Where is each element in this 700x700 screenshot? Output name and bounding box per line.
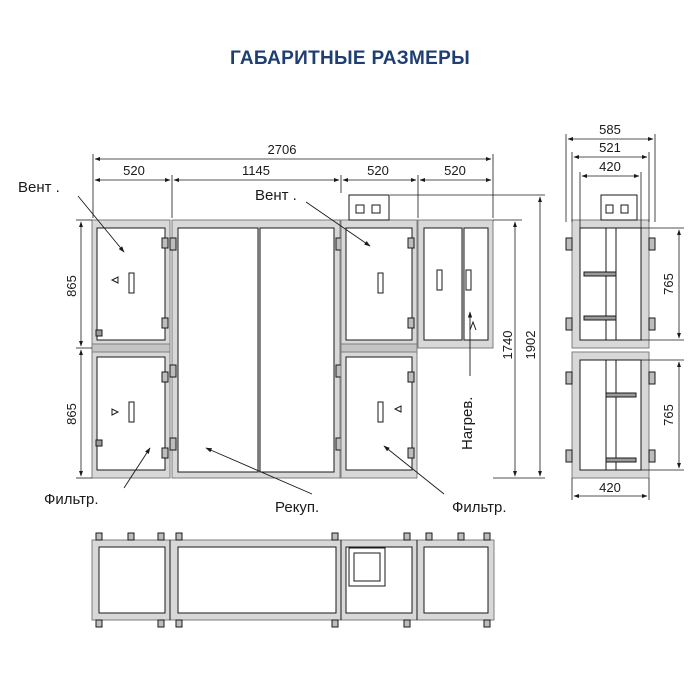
label-fan-left: Вент . — [18, 179, 60, 196]
label-recuperator: Рекуп. — [275, 499, 319, 516]
side-dimensions: 585 521 420 765 765 420 — [565, 122, 684, 500]
label-fan-right: Вент . — [255, 187, 297, 204]
dim-heater-width: 520 — [444, 163, 466, 178]
dim-upper-height: 865 — [64, 275, 79, 297]
dim-side-upper-height: 765 — [661, 273, 676, 295]
module-left — [91, 219, 171, 479]
dim-body-height: 1740 — [500, 331, 515, 360]
module-recuperator — [169, 219, 343, 479]
module-right — [340, 194, 418, 479]
label-heater: Нагрев. — [459, 397, 476, 450]
front-dimensions: 2706 520 1145 520 520 865 865 1740 1902 — [64, 142, 545, 479]
top-view — [91, 532, 495, 628]
dim-side-total: 585 — [599, 122, 621, 137]
label-filter-left: Фильтр. — [44, 491, 99, 508]
label-filter-right: Фильтр. — [452, 499, 507, 516]
dim-side-bottom: 420 — [599, 480, 621, 495]
dim-side-lower-height: 765 — [661, 404, 676, 426]
callouts: Вент . Вент . Нагрев. Рекуп. Фильтр. Фил… — [18, 179, 507, 516]
page-title: ГАБАРИТНЫЕ РАЗМЕРЫ — [230, 48, 470, 69]
dim-lower-height: 865 — [64, 403, 79, 425]
dim-side-mid: 521 — [599, 140, 621, 155]
side-view — [565, 194, 656, 479]
dim-side-inner: 420 — [599, 159, 621, 174]
dim-total-height: 1902 — [523, 331, 538, 360]
dim-fan-left-width: 520 — [123, 163, 145, 178]
dim-total-width: 2706 — [268, 142, 297, 157]
front-view — [91, 194, 494, 479]
dim-recup-width: 1145 — [242, 163, 270, 178]
dim-fan-right-width: 520 — [367, 163, 389, 178]
module-heater — [417, 219, 494, 349]
